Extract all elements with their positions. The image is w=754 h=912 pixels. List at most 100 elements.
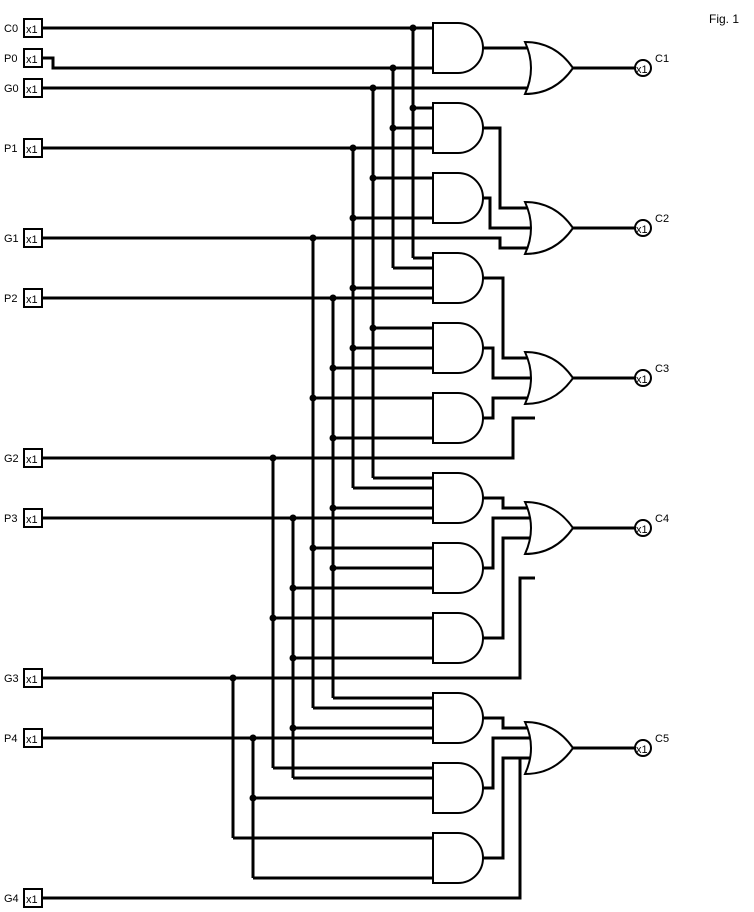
input-p0: P0 x1 [4, 48, 43, 68]
buffer-box [23, 18, 43, 38]
wire [483, 396, 535, 420]
buffer-label: x1 [26, 294, 38, 306]
wires [43, 26, 635, 900]
junction-dot [289, 654, 297, 662]
figure-title: Fig. 1 [709, 12, 739, 26]
junction-dots [229, 24, 417, 802]
wire [43, 56, 433, 70]
input-label: P4 [4, 733, 17, 745]
and-gate [432, 102, 484, 154]
junction-dot [309, 544, 317, 552]
junction-dot [309, 394, 317, 402]
output-label: C2 [655, 213, 669, 225]
probe-label: x1 [636, 524, 648, 536]
junction-dot [269, 454, 277, 462]
junction-dot [349, 344, 357, 352]
or-gate [523, 40, 575, 96]
probe-circle [634, 369, 652, 387]
buffer-box [23, 668, 43, 688]
input-label: G1 [4, 233, 19, 245]
input-label: G4 [4, 893, 19, 905]
junction-dot [229, 674, 237, 682]
junction-dot [409, 24, 417, 32]
buffer-label: x1 [26, 54, 38, 66]
buffer-box [23, 448, 43, 468]
buffer-box [23, 78, 43, 98]
junction-dot [329, 364, 337, 372]
wire [483, 716, 535, 730]
probe-circle [634, 59, 652, 77]
and-gate [432, 762, 484, 814]
wire [483, 496, 535, 510]
buffer-label: x1 [26, 894, 38, 906]
buffer-box [23, 728, 43, 748]
output-label: C3 [655, 363, 669, 375]
wire [483, 736, 537, 790]
probe-circle [634, 219, 652, 237]
probe-circle [634, 739, 652, 757]
and-gate [432, 392, 484, 444]
wire [483, 196, 537, 230]
or-gate [523, 200, 575, 256]
buffer-box [23, 888, 43, 908]
junction-dot [329, 564, 337, 572]
buffer-box [23, 288, 43, 308]
buffer-box [23, 138, 43, 158]
output-label: C4 [655, 513, 669, 525]
wire [483, 346, 537, 380]
junction-dot [249, 734, 257, 742]
and-gate [432, 612, 484, 664]
input-g1: G1 x1 [4, 228, 43, 248]
buffer-label: x1 [26, 234, 38, 246]
junction-dot [349, 214, 357, 222]
and-gate [432, 832, 484, 884]
input-label: P2 [4, 293, 17, 305]
and-gate [432, 692, 484, 744]
wire [483, 756, 520, 860]
junction-dot [389, 64, 397, 72]
input-p2: P2 x1 [4, 288, 43, 308]
buffer-label: x1 [26, 24, 38, 36]
junction-dot [289, 514, 297, 522]
junction-dot [329, 504, 337, 512]
input-label: G3 [4, 673, 19, 685]
input-label: G2 [4, 453, 19, 465]
buffer-box [23, 508, 43, 528]
input-g2: G2 x1 [4, 448, 43, 468]
junction-dot [289, 724, 297, 732]
junction-dot [269, 614, 277, 622]
junction-dot [409, 104, 417, 112]
buffer-label: x1 [26, 514, 38, 526]
junction-dot [309, 234, 317, 242]
probe-label: x1 [636, 744, 648, 756]
output-label: C5 [655, 733, 669, 745]
junction-dot [349, 284, 357, 292]
wire [43, 416, 535, 460]
output-c3: x1 C3 [634, 363, 669, 387]
output-c4: x1 C4 [634, 513, 669, 537]
input-p4: P4 x1 [4, 728, 43, 748]
wire [43, 236, 535, 250]
and-gate [432, 472, 484, 524]
buffer-box [23, 48, 43, 68]
junction-dot [329, 434, 337, 442]
input-label: P0 [4, 53, 17, 65]
wire [483, 536, 535, 640]
junction-dot [249, 794, 257, 802]
buffer-label: x1 [26, 734, 38, 746]
junction-dot [329, 294, 337, 302]
buffer-label: x1 [26, 454, 38, 466]
and-gate [432, 542, 484, 594]
probe-label: x1 [636, 374, 648, 386]
buffer-label: x1 [26, 144, 38, 156]
probe-label: x1 [636, 224, 648, 236]
and-gate [432, 252, 484, 304]
wire [483, 126, 535, 210]
